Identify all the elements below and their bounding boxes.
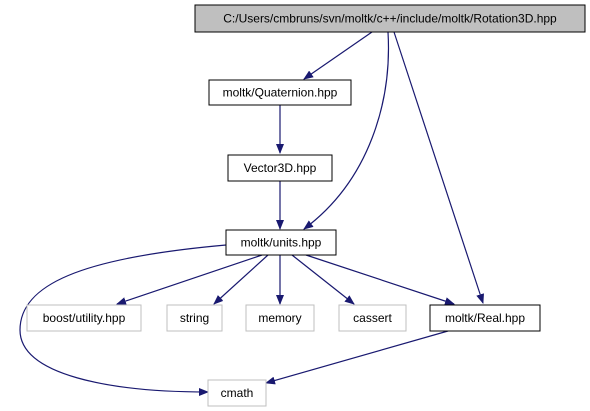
node-units-hpp[interactable]: moltk/units.hpp bbox=[225, 229, 337, 256]
edge-rotation3d-to-real bbox=[393, 31, 484, 304]
edge-units-to-cassert bbox=[291, 254, 355, 305]
node-boost-utility-hpp[interactable]: boost/utility.hpp bbox=[26, 304, 142, 332]
node-rotation3d-hpp[interactable]: C:/Users/cmbruns/svn/moltk/c++/include/m… bbox=[194, 4, 586, 33]
node-memory-label: memory bbox=[258, 311, 301, 325]
edge-units-to-real bbox=[305, 254, 455, 305]
edge-units-to-cmath bbox=[19, 244, 227, 396]
edge-units-to-boost-utility bbox=[116, 254, 263, 305]
node-vector3d-hpp[interactable]: Vector3D.hpp bbox=[227, 154, 333, 182]
node-rotation3d-label: C:/Users/cmbruns/svn/moltk/c++/include/m… bbox=[223, 12, 557, 26]
node-cmath-label: cmath bbox=[221, 386, 254, 400]
node-real-hpp[interactable]: moltk/Real.hpp bbox=[429, 304, 541, 332]
edge-units-to-string bbox=[213, 254, 269, 305]
edges bbox=[19, 31, 484, 396]
edge-rotation3d-to-units bbox=[303, 31, 390, 230]
edge-rotation3d-to-quaternion bbox=[303, 31, 373, 80]
node-string[interactable]: string bbox=[166, 304, 223, 332]
node-quaternion-label: moltk/Quaternion.hpp bbox=[223, 86, 338, 100]
node-boost-utility-label: boost/utility.hpp bbox=[43, 311, 126, 325]
node-units-label: moltk/units.hpp bbox=[241, 236, 322, 250]
node-real-label: moltk/Real.hpp bbox=[445, 311, 525, 325]
node-quaternion-hpp[interactable]: moltk/Quaternion.hpp bbox=[208, 79, 352, 106]
nodes: C:/Users/cmbruns/svn/moltk/c++/include/m… bbox=[26, 4, 586, 407]
edge-real-to-cmath bbox=[265, 330, 449, 385]
node-string-label: string bbox=[180, 311, 209, 325]
node-vector3d-label: Vector3D.hpp bbox=[244, 161, 317, 175]
node-cmath[interactable]: cmath bbox=[207, 379, 267, 407]
node-cassert-label: cassert bbox=[353, 311, 392, 325]
node-memory[interactable]: memory bbox=[245, 304, 315, 332]
node-cassert[interactable]: cassert bbox=[338, 304, 407, 332]
